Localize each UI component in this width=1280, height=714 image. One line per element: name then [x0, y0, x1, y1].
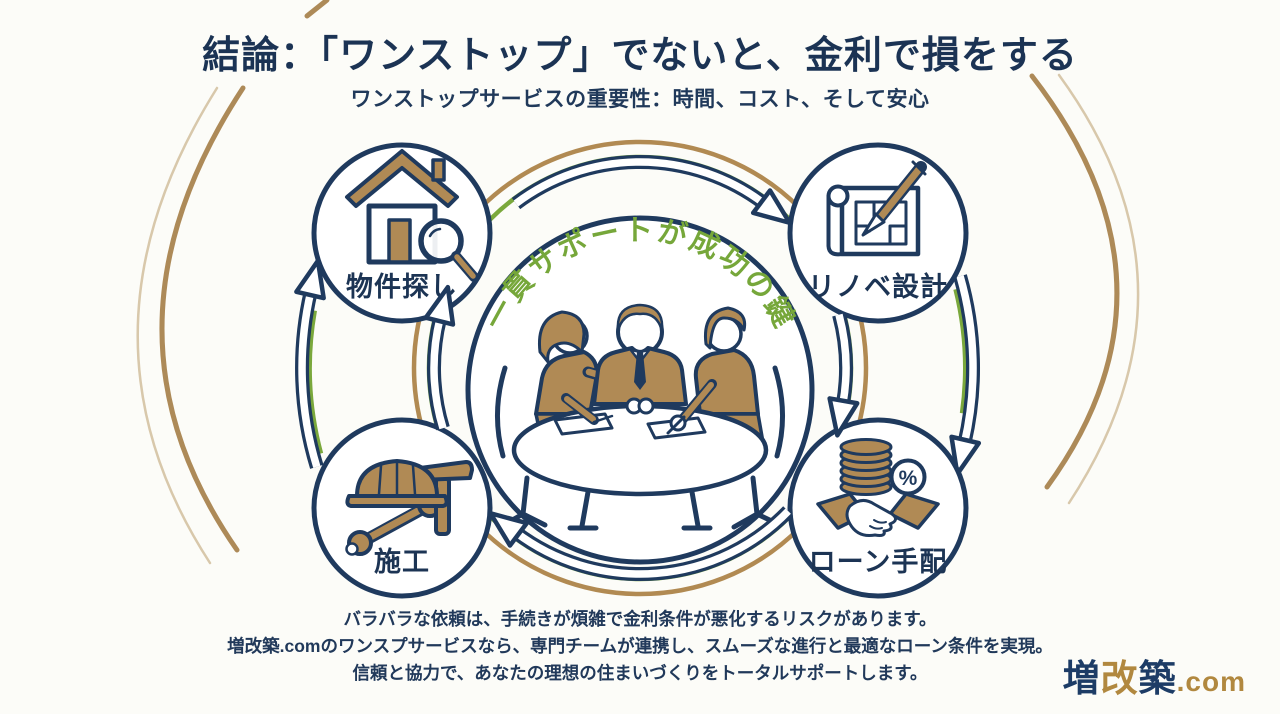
- cycle-arrow-left-inner: [423, 284, 456, 431]
- cycle-arrow-right-outer: [949, 274, 982, 477]
- node-renovation-design: リノベ設計: [787, 142, 969, 324]
- footer-line: 増改築.comのワンスプサービスなら、専門チームが連携し、スムーズな進行と最適な…: [227, 636, 1053, 656]
- cycle-arrow-left-outer: [294, 258, 326, 469]
- brand-logo: 増改築.com: [1063, 648, 1246, 702]
- green-companion-arc: [307, 310, 324, 454]
- cycle-arrow-bottom: [488, 506, 794, 581]
- node-construction: 施工: [311, 417, 493, 599]
- logo-suffix: .com: [1176, 666, 1246, 697]
- right-outer-arc: [1057, 73, 1140, 505]
- node-property-search: 物件探し: [311, 142, 493, 324]
- hands-over-table: [561, 379, 717, 435]
- logo-char: 改: [1100, 658, 1139, 699]
- node-label: 物件探し: [346, 272, 458, 302]
- cycle-arrow-right-inner: [827, 312, 860, 438]
- node-label: リノベ設計: [808, 271, 948, 302]
- tan-ring: [411, 139, 869, 597]
- svg-text:%: %: [899, 467, 918, 490]
- percent-badge: %: [889, 458, 927, 496]
- coins-percent-handshake-icon: %: [816, 438, 940, 537]
- blueprint-pencil-icon: [826, 160, 927, 257]
- top-accent-line: [304, 0, 330, 19]
- right-inner-arc: [1029, 73, 1120, 490]
- footer-line: バラバラな依頼は、手続きが煩雑で金利条件が悪化するリスクがあります。: [343, 609, 937, 629]
- hardhat-hammer-wrench-icon: [345, 459, 474, 556]
- cycle-arrow-top: [511, 155, 792, 225]
- logo-char: 増: [1062, 658, 1101, 699]
- node-label: ローン手配: [809, 547, 948, 577]
- page-title: 結論：「ワンストップ」でないと、金利で損をする: [202, 35, 1078, 77]
- house-magnifier-icon: [345, 149, 479, 282]
- footer-text: バラバラな依頼は、手続きが煩雑で金利条件が悪化するリスクがあります。 増改築.c…: [0, 606, 1280, 687]
- decorative-frame-arcs: [136, 0, 1140, 565]
- node-label: 施工: [374, 547, 430, 577]
- green-companion-arc: [953, 288, 967, 414]
- left-inner-arc: [159, 85, 246, 553]
- person-center: [592, 303, 688, 406]
- logo-char: 築: [1138, 658, 1177, 699]
- page-subtitle: ワンストップサービスの重要性：時間、コスト、そして安心: [350, 88, 930, 111]
- footer-line: 信頼と協力で、あなたの理想の住まいづくりをトータルサポートします。: [352, 663, 928, 683]
- left-outer-arc: [136, 86, 219, 565]
- node-loan-arrangement: % ローン手配: [787, 417, 969, 599]
